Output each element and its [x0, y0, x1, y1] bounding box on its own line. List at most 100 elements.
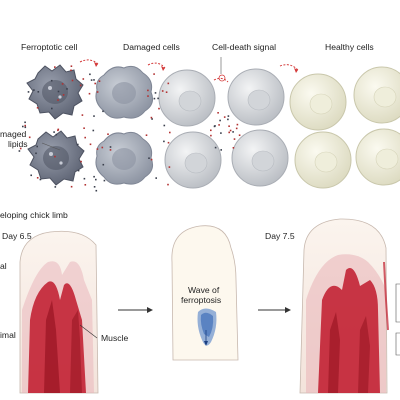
limb-panel-title: eloping chick limb — [0, 210, 68, 220]
lipid-particle — [93, 186, 96, 188]
lipid-particle — [147, 89, 149, 92]
signal-arrowheads — [94, 62, 298, 73]
lipid-particle — [154, 92, 157, 94]
lipid-particle — [54, 186, 57, 188]
lipid-particle — [210, 134, 212, 137]
lipid-particle — [93, 115, 95, 117]
lipid-particle — [57, 99, 59, 101]
lipid-particle — [229, 129, 232, 132]
grey-cell-1-top — [158, 69, 216, 127]
lipid-particle — [93, 79, 95, 81]
lipid-particle — [233, 138, 236, 140]
lipid-particle — [102, 110, 104, 113]
lipid-particle — [158, 107, 160, 110]
lipid-particle — [157, 97, 159, 100]
lipid-particle — [228, 125, 230, 127]
lipid-particle — [70, 185, 73, 188]
lipid-particle — [107, 133, 109, 135]
label-day-7-5: Day 7.5 — [265, 231, 295, 241]
lipid-particle — [210, 129, 212, 132]
lipid-particle — [95, 189, 98, 192]
lipid-particle — [220, 132, 222, 134]
lipid-particle — [89, 73, 91, 76]
lipid-particle — [214, 146, 217, 149]
healthy-cell-2-top — [353, 66, 400, 124]
lipid-particle — [80, 160, 82, 163]
lipid-particle — [165, 91, 168, 93]
lipid-particle — [36, 145, 38, 148]
lipid-particle — [96, 148, 99, 150]
limb-arrow-1 — [118, 307, 153, 313]
lipid-particle — [57, 128, 60, 131]
lipid-particle — [155, 177, 157, 179]
lipid-particle — [238, 134, 241, 136]
lipid-particle — [28, 136, 31, 139]
lipid-particle — [219, 119, 221, 122]
lipid-particle — [62, 94, 65, 96]
label-damaged-cells: Damaged cells — [123, 42, 180, 52]
lipid-particle — [18, 150, 21, 152]
lipid-particle — [54, 155, 56, 158]
label-healthy-cells: Healthy cells — [325, 42, 374, 52]
lipid-particle — [55, 133, 58, 136]
lipid-particle — [235, 127, 238, 130]
lipid-particle — [232, 147, 235, 149]
ferroptotic-cell-top — [26, 64, 84, 120]
lipid-particle — [168, 166, 171, 168]
lipid-particle — [101, 146, 104, 149]
lipid-particle — [161, 90, 164, 92]
lipid-particle — [54, 66, 56, 68]
label-damaged-lipids-line1: maged — [0, 129, 27, 139]
damaged-lipid-particles — [18, 65, 241, 192]
lipid-particle — [147, 95, 149, 97]
lipid-particle — [214, 125, 216, 127]
lipid-particle — [35, 152, 37, 155]
lipid-particle — [109, 146, 112, 148]
lipid-particle — [57, 129, 59, 132]
lipid-particle — [39, 178, 42, 181]
lipids-leader-line — [41, 142, 61, 151]
lipid-particle — [98, 80, 101, 82]
lipid-particle — [30, 174, 32, 177]
lipid-particle — [95, 178, 97, 181]
lipid-particle — [61, 83, 64, 85]
healthy-cell-2-bottom — [355, 128, 400, 186]
lipid-particle — [167, 82, 170, 85]
limb-day-7-5 — [299, 218, 389, 394]
lipid-particle — [153, 73, 155, 75]
lipid-particle — [36, 107, 39, 109]
lipid-particle — [151, 118, 153, 120]
lipid-particle — [33, 89, 35, 91]
label-cell-death-signal: Cell-death signal — [212, 42, 277, 52]
lipid-particle — [218, 124, 220, 126]
signal-marker — [218, 74, 226, 82]
lipid-particle — [51, 107, 53, 110]
lipid-particle — [93, 175, 95, 178]
lipid-particle — [92, 129, 95, 132]
lipid-particle — [169, 131, 171, 134]
label-day-6-5: Day 6.5 — [2, 231, 32, 241]
lipid-particle — [27, 91, 30, 93]
ferroptotic-cell-bottom — [27, 130, 85, 186]
lipid-particle — [84, 136, 86, 139]
lipid-particle — [89, 143, 92, 146]
label-muscle: Muscle — [101, 333, 129, 343]
lipid-particle — [227, 115, 230, 117]
lipid-particle — [24, 124, 26, 127]
lipid-particle — [24, 121, 26, 124]
lipid-particle — [90, 79, 93, 81]
lipid-particle — [232, 131, 234, 133]
lipid-particle — [70, 65, 73, 67]
lipid-particle — [220, 149, 222, 151]
lipid-particle — [103, 179, 106, 182]
lipid-particle — [19, 147, 22, 150]
lipid-particle — [167, 183, 169, 186]
lipid-particle — [36, 177, 39, 179]
lipid-particle — [96, 91, 99, 93]
lipid-particle — [163, 140, 165, 143]
label-distal-cropped: al — [0, 261, 7, 271]
healthy-cell-1-top — [289, 73, 347, 131]
lipid-particle — [223, 116, 226, 118]
lipid-particle — [77, 143, 79, 146]
